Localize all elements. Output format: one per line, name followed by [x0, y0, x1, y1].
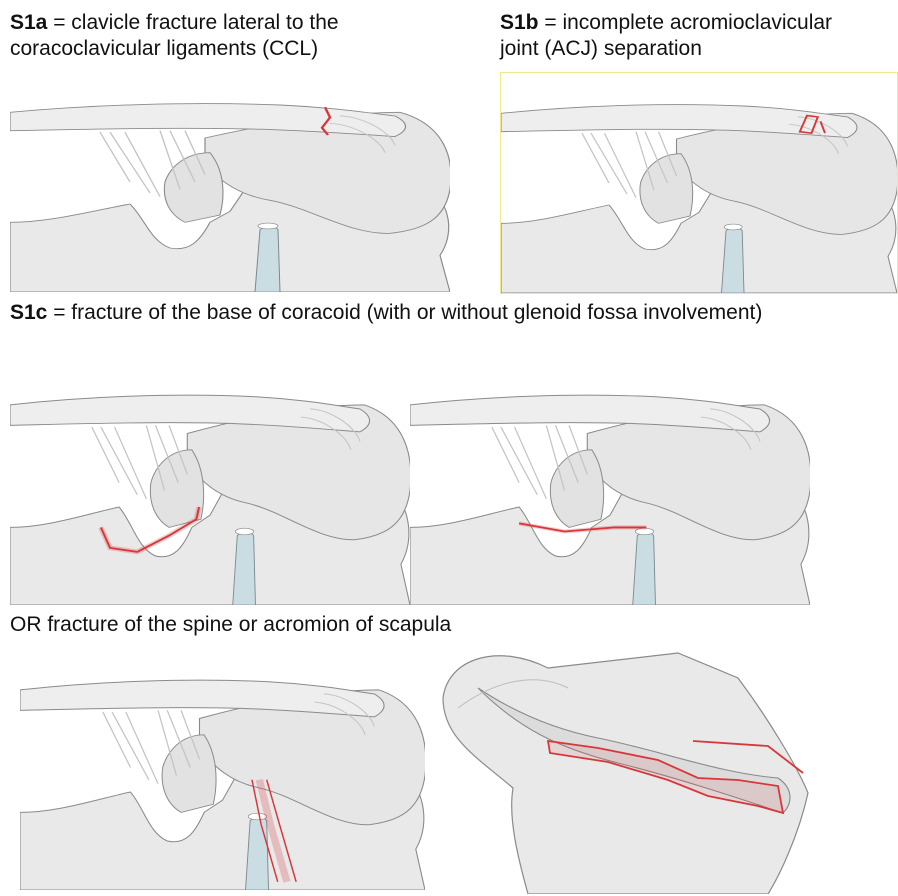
caption-s1b-line2: joint (ACJ) separation	[500, 37, 702, 60]
shoulder-illustration	[10, 104, 450, 292]
panel-s1b	[500, 72, 898, 294]
caption-or: OR fracture of the spine or acromion of …	[10, 612, 451, 638]
caption-or-text: OR fracture of the spine or acromion of …	[10, 613, 451, 636]
panel-s1c-right	[410, 360, 810, 605]
panel-spine	[438, 638, 818, 894]
shoulder-illustration	[410, 395, 810, 605]
shoulder-illustration	[20, 680, 425, 890]
shoulder-illustration	[501, 105, 897, 293]
caption-s1c-code: S1c	[10, 301, 47, 324]
caption-s1a-code: S1a	[10, 11, 47, 34]
shoulder-illustration	[10, 395, 410, 605]
caption-s1a-line2: coracoclavicular ligaments (CCL)	[10, 37, 318, 60]
caption-s1c-line1: = fracture of the base of coracoid (with…	[47, 301, 762, 324]
caption-s1b: S1b = incomplete acromioclavicular joint…	[500, 10, 832, 62]
caption-s1b-line1: = incomplete acromioclavicular	[539, 11, 833, 34]
caption-s1b-code: S1b	[500, 11, 539, 34]
caption-s1c: S1c = fracture of the base of coracoid (…	[10, 300, 762, 326]
caption-s1a-line1: = clavicle fracture lateral to the	[47, 11, 338, 34]
caption-s1a: S1a = clavicle fracture lateral to the c…	[10, 10, 339, 62]
panel-s1c-left	[10, 360, 410, 605]
panel-acromion	[20, 645, 425, 890]
panel-s1a	[10, 72, 450, 292]
scapula-blade	[443, 653, 808, 894]
